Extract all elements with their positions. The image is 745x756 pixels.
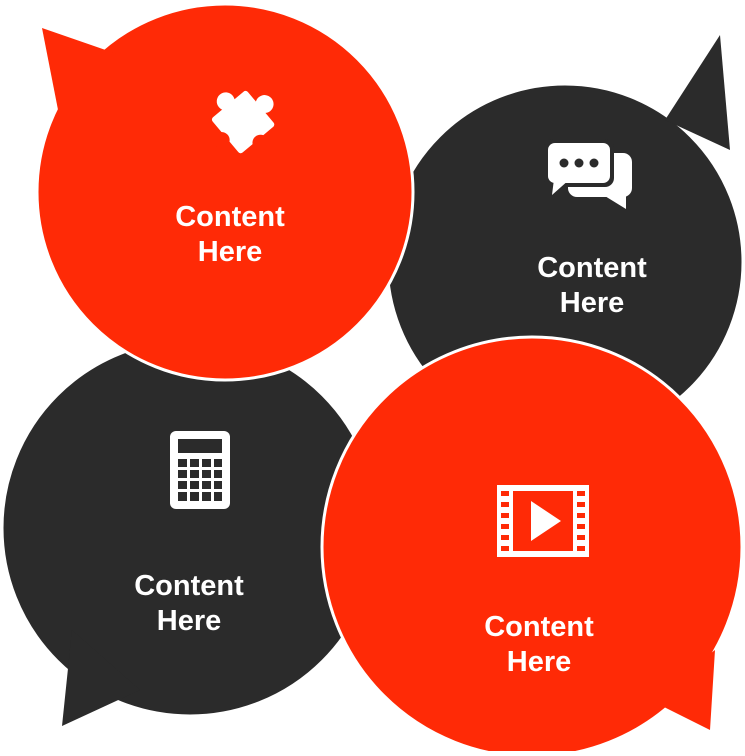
video-play-icon	[497, 485, 589, 557]
chat-bubbles-icon	[544, 139, 632, 209]
bubble-bottom-left-label: Content Here	[134, 570, 244, 637]
puzzle-icon	[211, 90, 275, 154]
bubble-top-left	[35, 2, 415, 382]
calculator-icon	[170, 431, 230, 509]
bubble-top-right-label: Content Here	[537, 252, 647, 319]
bubble-top-left-label: Content Here	[175, 201, 285, 268]
bubble-bottom-right-label: Content Here	[484, 611, 594, 678]
